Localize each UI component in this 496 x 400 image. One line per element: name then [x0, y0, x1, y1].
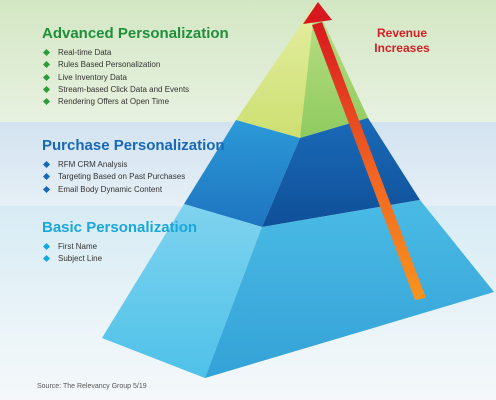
list-item: First Name	[42, 241, 102, 253]
source-note: Source: The Relevancy Group 5/19	[37, 383, 147, 390]
diamond-bullet-icon	[42, 61, 51, 69]
advanced-title: Advanced Personalization	[42, 25, 229, 42]
diamond-bullet-icon	[42, 98, 51, 106]
diamond-bullet-icon	[42, 160, 51, 169]
diamond-bullet-icon	[42, 173, 51, 181]
list-item: RFM CRM Analysis	[42, 159, 185, 171]
revenue-label-line1: Revenue	[376, 26, 428, 40]
list-item: Targeting Based on Past Purchases	[42, 171, 185, 183]
pyramid-bottom-right-face	[205, 200, 494, 378]
purchase-title: Purchase Personalization	[42, 137, 225, 154]
advanced-list: Real-time Data Rules Based Personalizati…	[42, 47, 189, 108]
list-item: Email Body Dynamic Content	[42, 184, 185, 196]
diamond-bullet-icon	[42, 85, 51, 93]
revenue-arrow	[303, 2, 426, 300]
pyramid-mid-left-face	[184, 120, 300, 227]
pyramid-bottom-left-face	[102, 204, 262, 378]
list-item: Subject Line	[42, 253, 102, 265]
pyramid-top-front-face	[236, 4, 368, 138]
list-item: Real-time Data	[42, 47, 189, 59]
diamond-bullet-icon	[42, 255, 51, 263]
list-item: Stream-based Click Data and Events	[42, 84, 189, 96]
basic-title: Basic Personalization	[42, 219, 198, 236]
pyramid-top-left-face	[236, 4, 315, 138]
advanced-band	[0, 0, 496, 122]
basic-list: First Name Subject Line	[42, 241, 102, 266]
revenue-label: Revenue Increases	[362, 26, 442, 56]
list-item: Rendering Offers at Open Time	[42, 96, 189, 108]
list-item: Rules Based Personalization	[42, 59, 189, 71]
revenue-label-line2: Increases	[374, 41, 430, 55]
diamond-bullet-icon	[42, 185, 51, 193]
list-item: Live Inventory Data	[42, 72, 189, 84]
purchase-list: RFM CRM Analysis Targeting Based on Past…	[42, 159, 185, 196]
diamond-bullet-icon	[42, 73, 51, 81]
diamond-bullet-icon	[42, 242, 51, 251]
diamond-bullet-icon	[42, 48, 51, 57]
